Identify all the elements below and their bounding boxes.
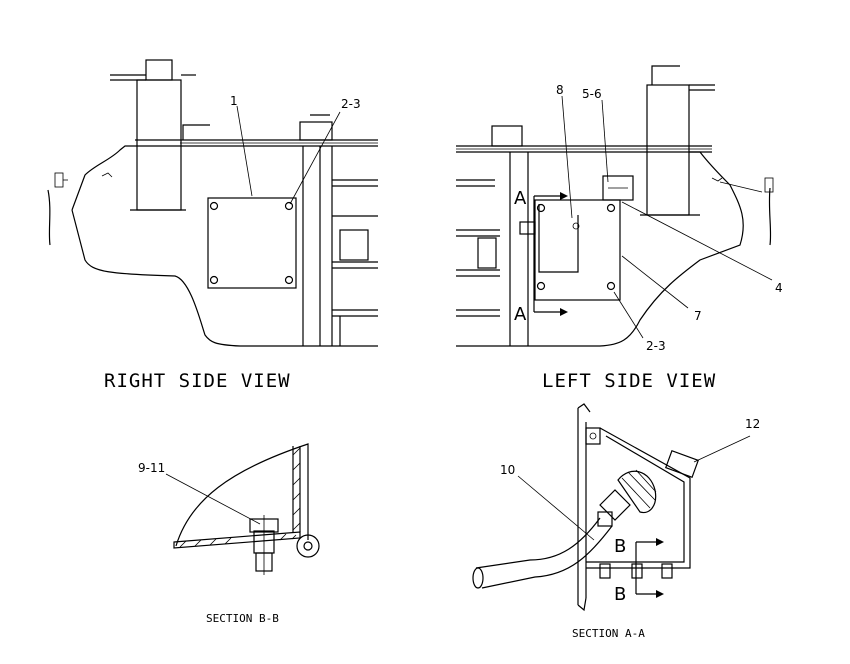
- cable-10: [475, 517, 601, 569]
- left-side-view-title: LEFT SIDE VIEW: [542, 370, 716, 392]
- section-marker-b-bottom: B: [614, 584, 626, 605]
- section-b-b-detail: [165, 443, 320, 575]
- section-b-b-title: SECTION B-B: [206, 612, 279, 625]
- left-side-view: [456, 65, 774, 347]
- callout-2-3-left: 2-3: [646, 339, 666, 353]
- section-a-a-title: SECTION A-A: [572, 627, 645, 640]
- plate-b-b: [173, 531, 301, 549]
- callout-7: 7: [694, 309, 702, 323]
- callout-8: 8: [556, 83, 564, 97]
- callout-2-3-right: 2-3: [341, 97, 361, 111]
- body-break-line: [47, 189, 51, 246]
- enclosure-box: [586, 427, 691, 569]
- callout-1: 1: [230, 94, 238, 108]
- hull-outline-left: [456, 151, 744, 347]
- callout-12: 12: [745, 417, 760, 431]
- exhaust-pipe-left: [646, 84, 690, 216]
- section-a-a-detail: [472, 403, 751, 612]
- section-marker-a-bottom: A: [514, 304, 527, 325]
- callout-10: 10: [500, 463, 515, 477]
- right-side-view: [47, 59, 378, 347]
- connector-plug: [617, 470, 657, 514]
- hull-outline: [71, 209, 378, 347]
- callout-4: 4: [775, 281, 783, 295]
- section-marker-a-top: A: [514, 188, 527, 209]
- exhaust-pipe: [136, 79, 182, 211]
- right-side-view-title: RIGHT SIDE VIEW: [104, 370, 291, 392]
- cover-plate-left: [534, 199, 621, 301]
- callout-9-11: 9-11: [138, 461, 165, 475]
- cover-plate-right: [207, 197, 297, 289]
- section-marker-b-top: B: [614, 536, 626, 557]
- sensor-12: [664, 449, 700, 479]
- callout-5-6: 5-6: [582, 87, 602, 101]
